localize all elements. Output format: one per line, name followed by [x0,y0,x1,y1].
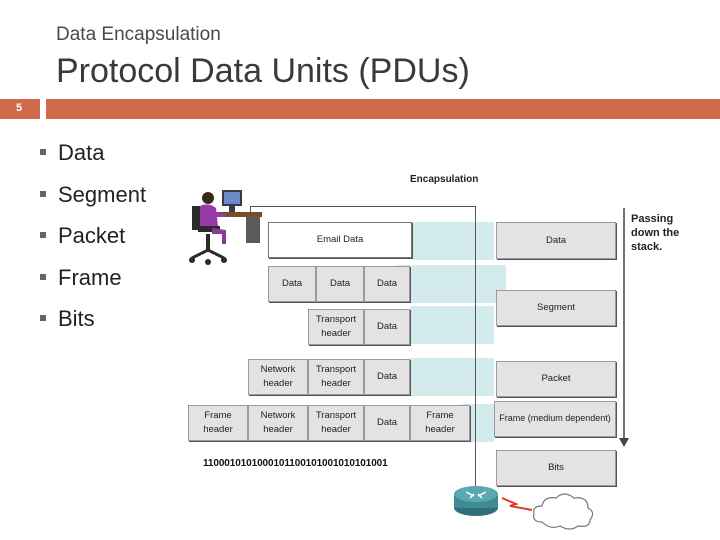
cloud-icon [533,493,594,530]
data-cell: Data [364,266,410,302]
data-pdu-box: Data [496,222,616,259]
email-data-box: Email Data [268,222,412,258]
frame-pdu-box: Frame (medium dependent) [494,401,616,437]
bullet-marker [40,190,46,197]
bullet-text: Packet [58,223,126,248]
slide-title: Protocol Data Units (PDUs) [56,52,470,90]
data-cell: Data [316,266,364,302]
bullet-text: Data [58,140,105,165]
slide-number-box [0,99,40,119]
encap-band [410,306,494,344]
passing-down-label: Passing down the stack. [631,213,680,253]
bullet-marker [40,232,46,238]
data-cell: Data [268,266,316,302]
bits-pdu-box: Bits [496,450,616,486]
bullet-marker [40,315,46,321]
encapsulation-label: Encapsulation [410,174,479,185]
bullet-text: Bits [58,306,95,331]
encap-band [412,222,494,260]
slide-subtitle: Data Encapsulation [56,24,221,45]
bullet-text: Frame [58,264,122,290]
encap-right-line [475,206,476,496]
bullet-marker [40,149,46,155]
encap-top-line [250,206,476,207]
bullet-item: Bits [38,306,146,348]
router-icon [454,486,498,516]
bullet-item: Data [38,140,146,182]
data-cell: Data [364,405,410,441]
bullet-list: Data Segment Packet Frame Bits [38,140,146,348]
segment-pdu-box: Segment [496,290,616,326]
packet-pdu-box: Packet [496,361,616,397]
down-arrow-icon [619,208,629,447]
bullet-item: Segment [38,182,146,224]
computer-user-icon [189,190,262,265]
lightning-icon [501,497,533,511]
bullet-text: Segment [58,181,147,207]
bullet-item: Packet [38,223,146,265]
bit-stream: 1100010101000101100101001010101001 [203,458,388,469]
encap-band [410,358,494,396]
data-cell: Data [364,309,410,345]
bullet-item: Frame [38,265,146,307]
title-accent-bar [46,99,720,119]
slide-number: 5 [16,102,23,114]
encap-band [396,265,506,303]
data-cell: Data [364,359,410,395]
bullet-marker [40,273,46,280]
